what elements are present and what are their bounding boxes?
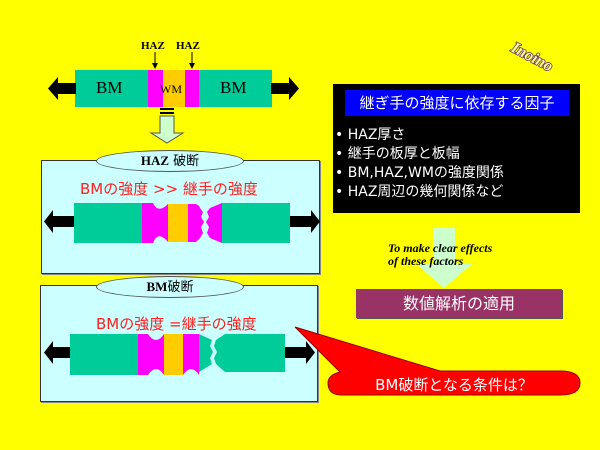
callout-bubble (294, 326, 581, 396)
bm-fracture-specimen (44, 334, 315, 375)
haz-left-region (138, 334, 164, 375)
factors-box: 継ぎ手の強度に依存する因子 • HAZ厚さ • 継手の板厚と板幅 • BM,HA… (333, 84, 580, 213)
factor-item: • HAZ厚さ (335, 127, 406, 143)
inoino-logo: Inoino (507, 38, 557, 76)
purpose-line-1: To make clear effects (388, 241, 493, 255)
purpose-down-arrow-icon (420, 228, 472, 288)
load-arrow-right-icon (290, 210, 320, 233)
bm-right-region (199, 70, 272, 107)
wm-label: WM (160, 82, 182, 96)
haz-fracture-title-bold: HAZ (140, 153, 170, 168)
haz-right-region (185, 70, 199, 107)
bm-left-region (70, 334, 138, 375)
bm-fractured-region (199, 334, 213, 372)
haz-right-pointer-icon (189, 52, 195, 69)
wm-region (163, 70, 185, 107)
bm-fracture-title-bold: BM (146, 279, 168, 294)
bm-fracture-title: BM破断 (96, 276, 244, 298)
wm-region (168, 204, 188, 242)
haz-right-region (183, 334, 199, 375)
haz-left-region (148, 70, 163, 107)
purpose-line-2: of these factors (388, 254, 464, 268)
bm-fracture-title-rest: 破断 (167, 280, 194, 295)
factor-item: • BM,HAZ,WMの強度関係 (335, 165, 504, 181)
top-specimen-diagram (48, 52, 299, 144)
bm-fracture-condition: BMの強度 =継手の強度 (96, 315, 257, 333)
haz-fracture-condition: BMの強度 >> 継手の強度 (80, 180, 258, 198)
down-arrow-icon (149, 108, 185, 144)
load-arrow-left-icon (48, 77, 76, 100)
callout-text: BM破断となる条件は？ (375, 376, 533, 394)
wm-region (164, 334, 183, 375)
load-arrow-right-icon (285, 341, 315, 364)
load-arrow-left-icon (44, 210, 74, 233)
bm-right-region (214, 334, 285, 372)
haz-fracture-title: HAZ 破断 (96, 150, 244, 172)
haz-fracture-specimen (44, 203, 320, 243)
load-arrow-left-icon (44, 341, 74, 364)
haz-right-fractured-region (188, 204, 204, 242)
haz-left-region (142, 203, 168, 243)
bm-left-region (75, 70, 148, 107)
purpose-text: To make clear effects of these factors (388, 242, 492, 268)
numerical-analysis-box: 数値解析の適用 (356, 289, 562, 318)
bm-right-region (222, 203, 290, 243)
haz-fracture-title-rest: 破断 (169, 154, 200, 169)
factors-list: • HAZ厚さ • 継手の板厚と板幅 • BM,HAZ,WMの強度関係 • HA… (335, 126, 504, 202)
bm-right-label: BM (220, 78, 247, 97)
haz-left-label: HAZ (141, 40, 165, 52)
bm-left-label: BM (96, 78, 123, 97)
factor-item: • HAZ周辺の幾何関係など (335, 184, 504, 200)
haz-left-pointer-icon (152, 52, 158, 69)
bm-left-region (74, 203, 142, 243)
load-arrow-right-icon (271, 77, 299, 100)
haz-right-label: HAZ (176, 40, 200, 52)
haz-right-fracture-piece (206, 203, 222, 243)
factor-item: • 継手の板厚と板幅 (335, 146, 460, 162)
factors-title: 継ぎ手の強度に依存する因子 (345, 90, 569, 116)
